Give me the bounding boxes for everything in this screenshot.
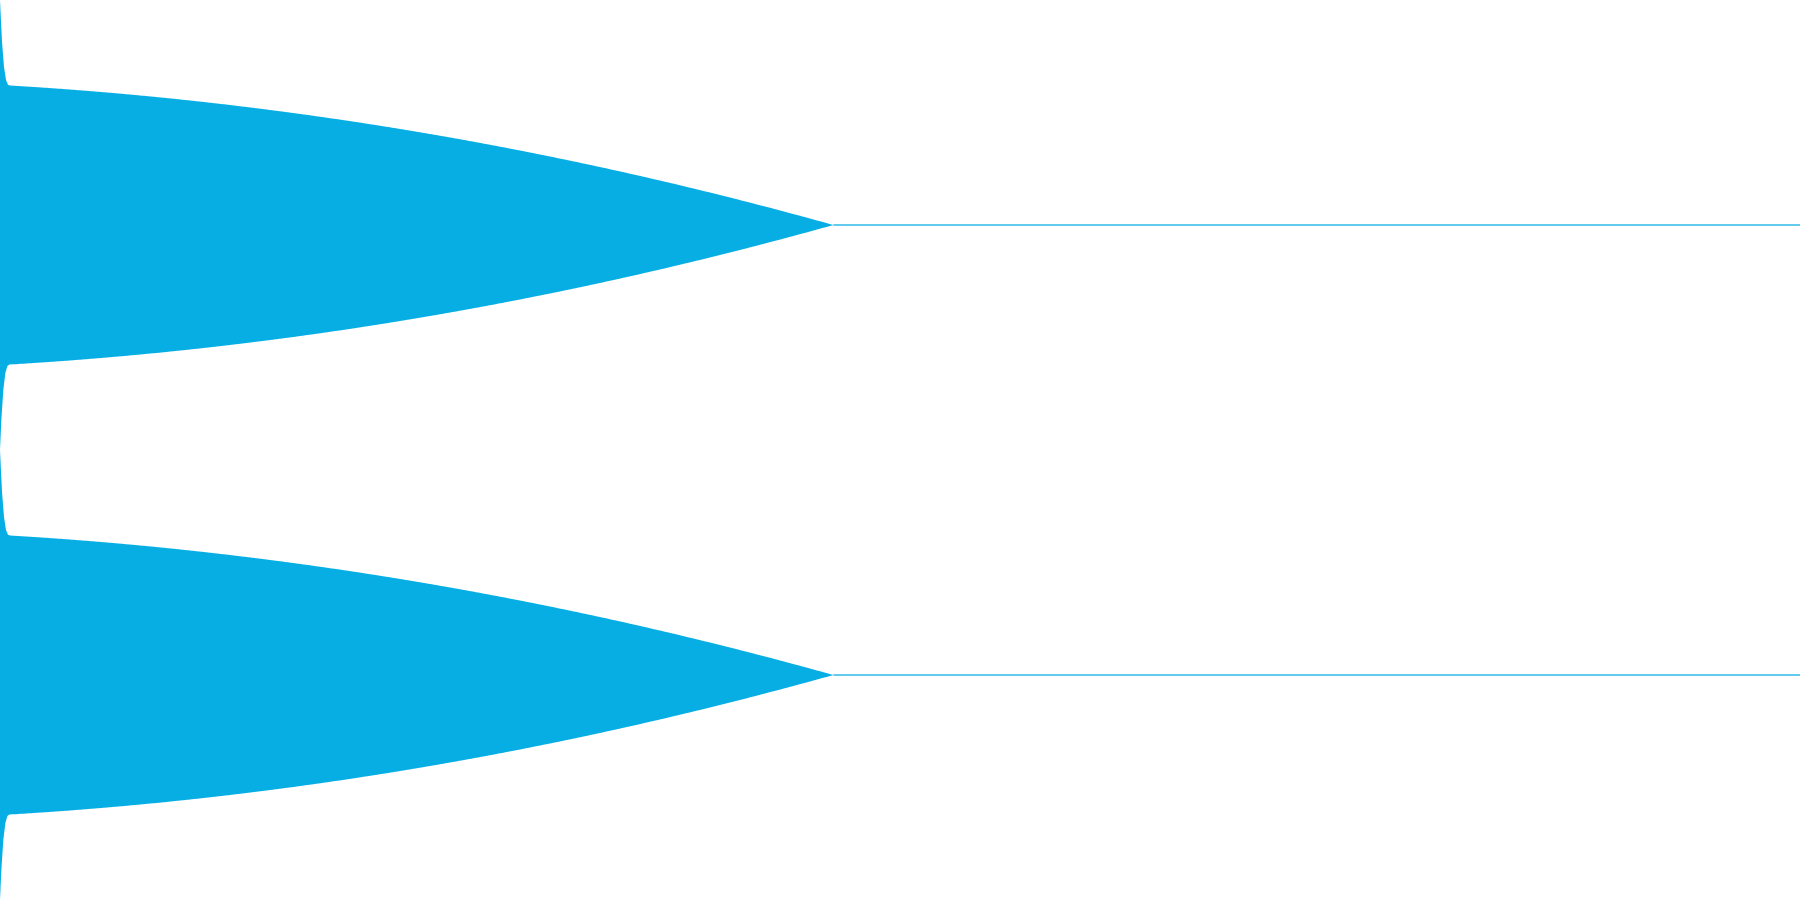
channel-2-waveform[interactable] [0, 450, 1800, 900]
channel-1-waveform[interactable] [0, 0, 1800, 450]
channel-1-envelope [0, 0, 834, 450]
channel-2-envelope [0, 450, 834, 900]
